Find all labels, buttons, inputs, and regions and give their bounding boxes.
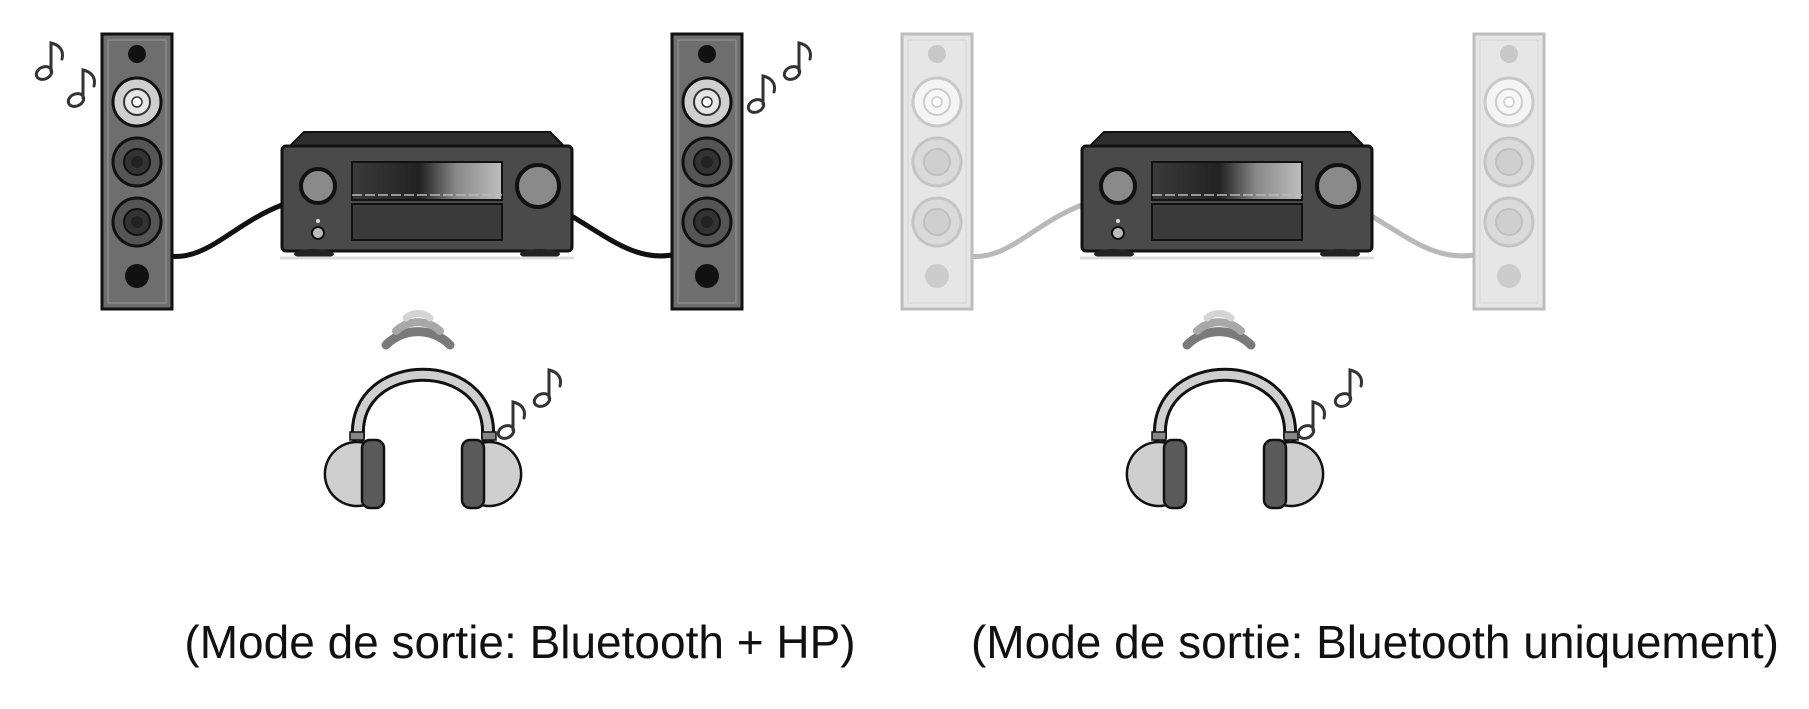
music-note-icon <box>1331 368 1364 411</box>
headphones-icon <box>325 375 521 508</box>
caption-bluetooth-only: (Mode de sortie: Bluetooth uniquement) <box>970 616 1780 668</box>
speaker-left-inactive <box>900 32 974 311</box>
music-note-icon <box>1294 400 1327 443</box>
speaker-cable-left-inactive <box>961 202 1083 259</box>
speaker-cable-left <box>161 202 283 259</box>
music-note-icon <box>744 74 777 117</box>
music-note-icon <box>494 400 527 443</box>
av-receiver <box>1078 130 1376 261</box>
speaker-right-inactive <box>1472 32 1546 311</box>
speaker-left-active <box>100 32 174 311</box>
av-receiver <box>278 130 576 261</box>
music-note-icon <box>780 41 813 84</box>
caption-bluetooth-plus-speakers: (Mode de sortie: Bluetooth + HP) <box>184 616 856 668</box>
music-note-icon <box>530 368 563 411</box>
scene-bluetooth-plus-speakers <box>32 32 813 508</box>
bluetooth-waves-icon <box>386 313 450 345</box>
headphones-icon <box>1127 375 1323 508</box>
music-note-icon <box>64 68 97 111</box>
bluetooth-waves-icon <box>1187 313 1251 345</box>
speaker-right-active <box>670 32 744 311</box>
scene-bluetooth-only <box>900 32 1546 508</box>
music-note-icon <box>32 41 65 84</box>
